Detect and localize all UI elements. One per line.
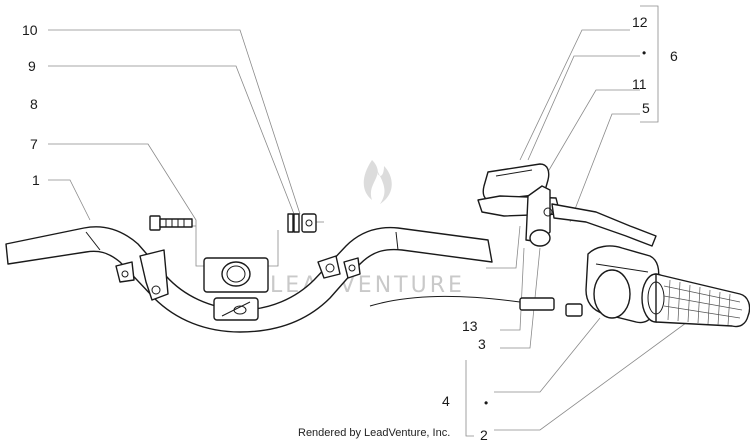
callout-6-dot: •	[642, 46, 646, 60]
callout-8: 8	[30, 96, 38, 112]
callout-4-dot: •	[484, 396, 488, 410]
callout-7: 7	[30, 136, 38, 152]
brake-master-cylinder	[477, 163, 657, 247]
handlebar-tube	[5, 226, 493, 333]
mount-hole	[221, 261, 251, 287]
callout-5: 5	[642, 100, 650, 116]
callout-12: 12	[632, 14, 648, 30]
screw	[149, 215, 193, 231]
callout-3: 3	[478, 336, 486, 352]
callout-9: 9	[28, 58, 36, 74]
callout-10: 10	[22, 22, 38, 38]
callout-2: 2	[480, 427, 488, 443]
leader-lines	[48, 5, 691, 437]
callout-labels: 10 9 8 7 1 12 • 6 11 5 13 3 4 • 2	[22, 14, 678, 443]
rendered-by-credit: Rendered by LeadVenture, Inc.	[298, 427, 450, 439]
callout-6: 6	[670, 48, 678, 64]
throttle-housing	[585, 245, 660, 324]
callout-1: 1	[32, 172, 40, 188]
right-clamp	[317, 255, 341, 279]
callout-11: 11	[632, 76, 647, 92]
callout-4: 4	[442, 393, 450, 409]
flame-logo-icon	[363, 160, 392, 204]
callout-13: 13	[462, 318, 478, 334]
left-clamp	[139, 249, 169, 301]
handlebar	[5, 226, 493, 333]
washer-nut-set	[287, 213, 317, 233]
brake-cable	[369, 295, 583, 317]
handlebar-grip	[641, 273, 750, 328]
brake-lever	[551, 203, 657, 247]
